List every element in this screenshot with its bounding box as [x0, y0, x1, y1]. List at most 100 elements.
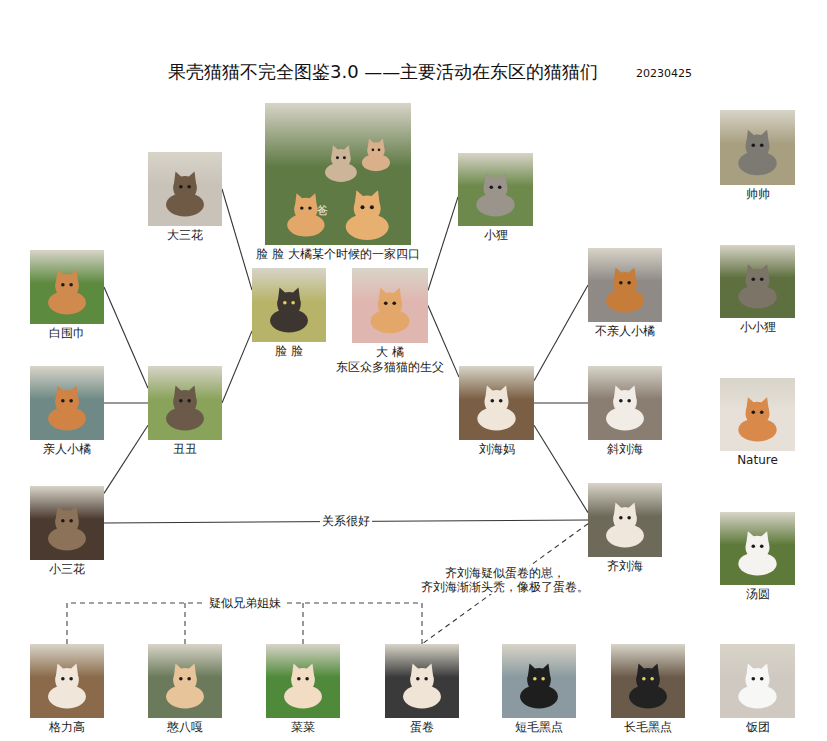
cat-photo [588, 248, 662, 322]
cat-eye [187, 677, 191, 681]
cat-ear [174, 385, 183, 399]
cat-ear [499, 385, 508, 399]
cat-card: 格力高 [30, 644, 104, 735]
cat-ear [69, 385, 78, 399]
cat-eye [343, 156, 346, 159]
cat-illustration [720, 512, 795, 585]
cat-eye [533, 677, 537, 681]
cat-card: 蛋卷 [385, 644, 459, 735]
cat-ear [69, 269, 78, 283]
cat-ear [760, 531, 769, 545]
cat-card: Nature [720, 378, 795, 468]
cat-card: 丑丑 [148, 366, 222, 457]
cat-card: 小狸 [458, 153, 533, 243]
cat-illustration [148, 152, 222, 226]
cat-eye [179, 677, 183, 681]
cat-photo [30, 366, 104, 440]
cat-eye [187, 185, 191, 189]
sibling-note: 疑似兄弟姐妹 [206, 596, 284, 611]
cat-photo [502, 644, 576, 718]
cat-name: 憨八嘎 [167, 720, 203, 735]
cat-eye [642, 677, 646, 681]
cat-eye [69, 283, 73, 287]
cat-eye [619, 399, 623, 403]
cat-ear [308, 193, 317, 207]
cat-eye [371, 149, 374, 152]
cat-illustration [720, 110, 795, 185]
cat-card: 帅帅 [720, 110, 795, 202]
cat-illustration [720, 644, 795, 718]
cat-ear [174, 171, 183, 185]
cat-eye [300, 206, 304, 209]
cat-ear [614, 267, 623, 281]
cat-eye [360, 205, 364, 209]
cat-illustration [502, 644, 576, 718]
cat-ear [378, 139, 385, 149]
cat-card: 脸 脸 大橘某个时候的一家四口 [256, 103, 420, 262]
cat-ear [295, 193, 304, 207]
cat-eye [61, 519, 65, 523]
relation-line [222, 331, 252, 403]
cat-ear [331, 145, 338, 157]
relation-line [104, 425, 148, 493]
cat-eye [760, 411, 764, 415]
cat-ear [746, 130, 755, 144]
cat-card: 短毛黑点 [502, 644, 576, 735]
cat-ear [484, 172, 493, 186]
cat-ear [411, 663, 420, 677]
cat-illustration [459, 366, 534, 440]
cat-eye [61, 677, 65, 681]
cat-photo [252, 268, 326, 342]
cat-eye [69, 519, 73, 523]
cat-ear [614, 385, 623, 399]
cat-ear [56, 663, 65, 677]
cat-eye [297, 677, 301, 681]
cat-eye [752, 411, 756, 415]
cat-ear [627, 385, 636, 399]
cat-ear [367, 139, 374, 149]
cat-ear [354, 190, 364, 206]
cat-illustration [148, 366, 222, 440]
cat-eye [752, 545, 756, 549]
cat-card: 大 橘东区众多猫猫的生父 [336, 268, 444, 375]
cat-photo [148, 644, 222, 718]
cat-ear [292, 663, 301, 677]
cat-ear [187, 171, 196, 185]
cat-ear [187, 663, 196, 677]
cat-photo [458, 153, 533, 226]
cat-eye [336, 156, 339, 159]
cat-card: 长毛黑点 [611, 644, 685, 735]
cat-ear [187, 385, 196, 399]
cat-illustration [252, 268, 326, 342]
cat-card: 齐刘海 [588, 483, 662, 574]
cat-name: 菜菜 [291, 720, 315, 735]
cat-name: 东区众多猫猫的生父 [336, 360, 444, 375]
cat-card: 小三花 [30, 486, 104, 577]
cat-illustration [30, 366, 104, 440]
cat-eye [760, 545, 764, 549]
cat-ear [278, 287, 287, 301]
cat-eye [416, 677, 420, 681]
cat-photo [385, 644, 459, 718]
cat-name: 短毛黑点 [515, 720, 563, 735]
relation-line [222, 189, 252, 290]
cat-name: 白围巾 [49, 326, 85, 341]
cat-ear [69, 505, 78, 519]
cat-photo [266, 644, 340, 718]
cat-photo [352, 268, 428, 343]
cat-eye [491, 399, 495, 403]
cat-eye [760, 278, 764, 282]
cat-illustration [720, 245, 795, 318]
cat-eye [752, 677, 756, 681]
cat-eye [424, 677, 428, 681]
cat-card: 脸 脸 [252, 268, 326, 359]
cat-name: 蛋卷 [410, 720, 434, 735]
cat-ear [627, 502, 636, 516]
cat-ear [541, 663, 550, 677]
cat-ear [746, 397, 755, 411]
cat-illustration [458, 153, 533, 226]
cat-illustration [588, 483, 662, 557]
cat-ear [746, 264, 755, 278]
cat-card: 不亲人小橘 [588, 248, 662, 339]
